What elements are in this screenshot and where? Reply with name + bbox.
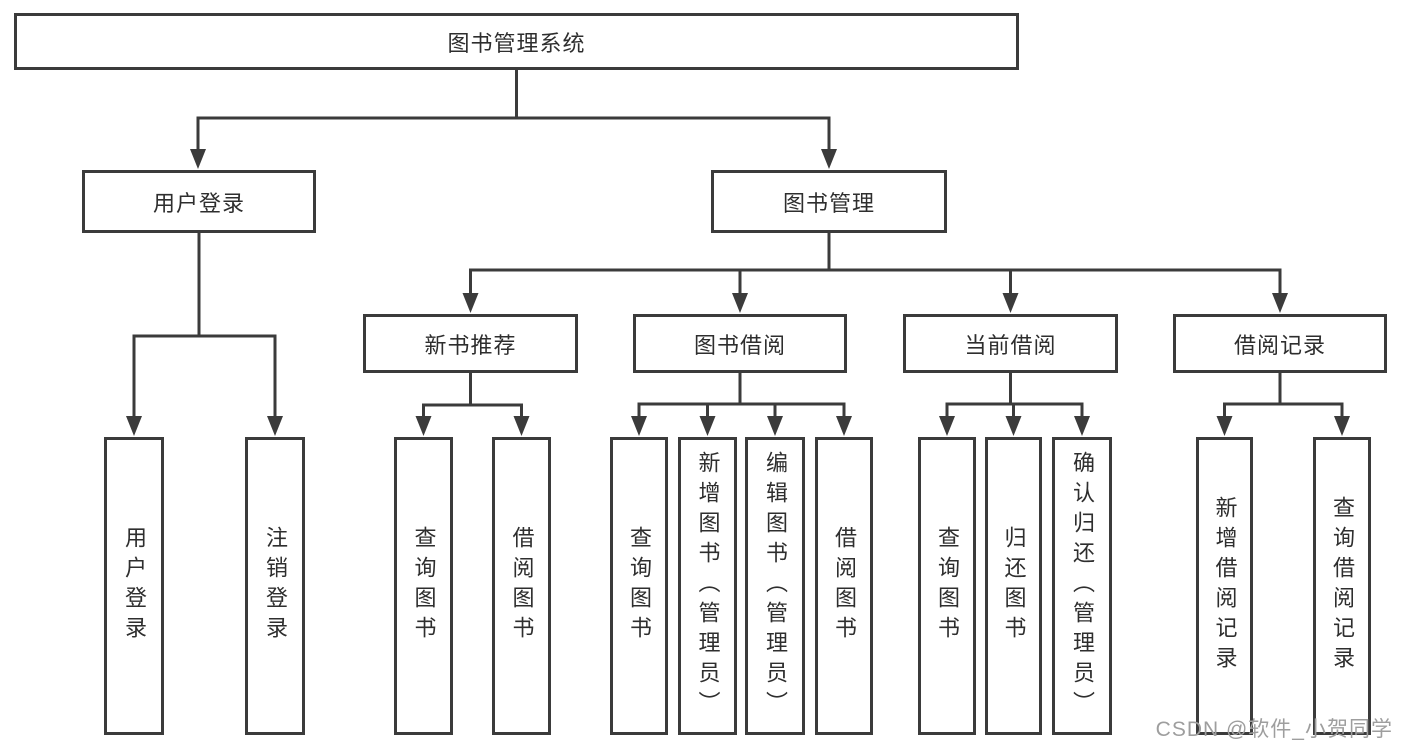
leaf-user-login: 用户登录: [104, 437, 164, 735]
node-borrow-records: 借阅记录: [1173, 314, 1387, 373]
leaf-logout: 注销登录: [245, 437, 305, 735]
leaf-borrow-book: 借阅图书: [815, 437, 873, 735]
leaf-recommend-query-book: 查询图书: [394, 437, 453, 735]
node-current-borrow: 当前借阅: [903, 314, 1118, 373]
leaf-add-book-admin: 新增图书（管理员）: [678, 437, 737, 735]
leaf-return-book: 归还图书: [985, 437, 1042, 735]
node-new-book-recommend: 新书推荐: [363, 314, 578, 373]
node-book-management-system: 图书管理系统: [14, 13, 1019, 70]
csdn-watermark: CSDN @软件_小贺同学: [1155, 718, 1393, 741]
leaf-query-borrow-record: 查询借阅记录: [1313, 437, 1371, 735]
leaf-recommend-borrow-book: 借阅图书: [492, 437, 551, 735]
node-user-login: 用户登录: [82, 170, 316, 233]
leaf-confirm-return-admin: 确认归还（管理员）: [1052, 437, 1112, 735]
node-book-borrow: 图书借阅: [633, 314, 847, 373]
leaf-current-query-book: 查询图书: [918, 437, 976, 735]
leaf-edit-book-admin: 编辑图书（管理员）: [745, 437, 805, 735]
leaf-borrow-query-book: 查询图书: [610, 437, 668, 735]
leaf-add-borrow-record: 新增借阅记录: [1196, 437, 1253, 735]
node-book-management: 图书管理: [711, 170, 947, 233]
